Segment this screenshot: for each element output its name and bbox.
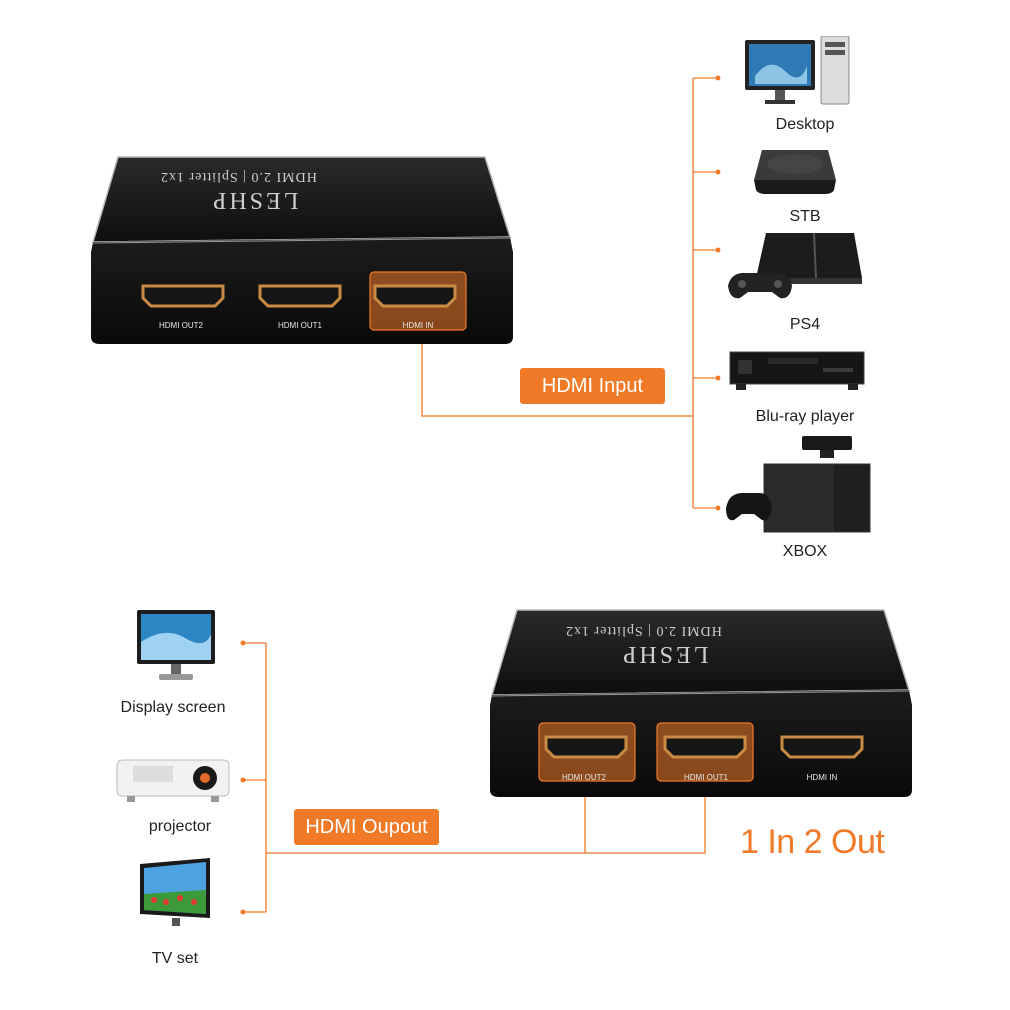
splitter-device-bottom <box>490 609 912 797</box>
hdmi-input-badge: HDMI Input <box>520 368 665 404</box>
port-label-out1-bottom: HDMI OUT1 <box>684 773 728 782</box>
source-label-ps4: PS4 <box>789 316 821 333</box>
source-label-xbox: XBOX <box>782 543 828 560</box>
ps4-console-icon <box>728 232 862 299</box>
port-label-in-bottom: HDMI IN <box>806 773 838 782</box>
port-label-in-top: HDMI IN <box>402 321 434 330</box>
port-label-out1-top: HDMI OUT1 <box>278 321 322 330</box>
target-label-projector: projector <box>148 818 212 835</box>
source-label-bluray: Blu-ray player <box>755 408 855 425</box>
target-label-display-screen: Display screen <box>120 699 226 716</box>
source-label-stb: STB <box>789 208 821 225</box>
source-label-desktop: Desktop <box>775 116 835 133</box>
brand-text-bottom: LESHP <box>620 641 709 667</box>
port-label-out2-top: HDMI OUT2 <box>159 321 203 330</box>
splitter-device-top <box>91 156 513 344</box>
projector-icon <box>116 759 230 802</box>
headline-1-in-2-out: 1 In 2 Out <box>740 823 885 861</box>
brand-text-top: LESHP <box>210 187 299 213</box>
set-top-box-icon <box>754 150 836 194</box>
monitor-icon <box>137 610 215 680</box>
port-label-out2-bottom: HDMI OUT2 <box>562 773 606 782</box>
bluray-player-icon <box>729 351 865 390</box>
target-label-tv-set: TV set <box>151 950 199 967</box>
desktop-pc-icon <box>745 36 850 105</box>
xbox-console-icon <box>726 436 871 533</box>
model-text-top: HDMI 2.0 | Splitter 1x2 <box>160 169 317 184</box>
hdmi-output-badge: HDMI Oupout <box>294 809 439 845</box>
model-text-bottom: HDMI 2.0 | Splitter 1x2 <box>565 623 722 638</box>
tv-icon <box>140 858 210 926</box>
